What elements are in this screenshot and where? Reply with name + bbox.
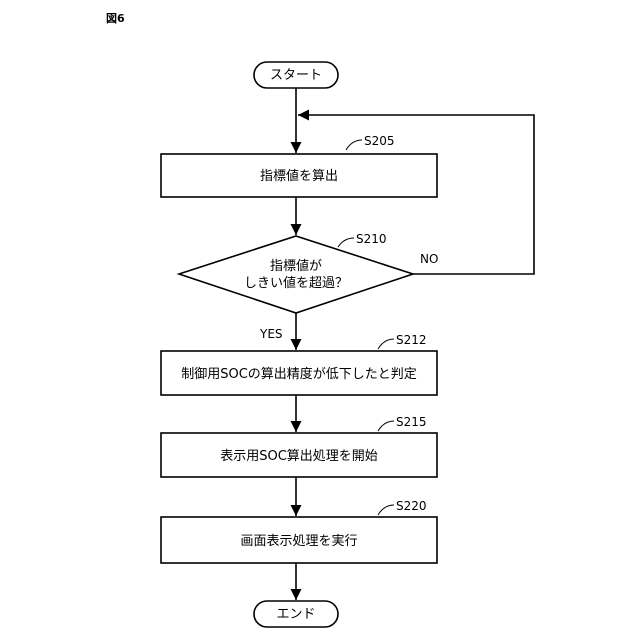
step-s205-label: S205 [364,134,395,148]
process-s220-text: 画面表示処理を実行 [240,533,357,549]
step-s205-leader [346,140,362,150]
start-label: スタート [270,68,322,83]
process-s205-text: 指標値を算出 [260,168,338,184]
step-s212-label: S212 [396,333,427,347]
decision-s210 [179,236,413,313]
decision-s210-line1: 指標値が [270,258,322,274]
process-s212-text: 制御用SOCの算出精度が低下したと判定 [181,366,417,382]
step-s212-leader [378,339,394,349]
process-s215-text: 表示用SOC算出処理を開始 [220,449,378,464]
branch-no-label: NO [420,252,438,266]
step-s210-leader [338,238,354,247]
step-s220-label: S220 [396,499,427,513]
end-label: エンド [276,607,315,622]
branch-yes-label: YES [259,327,283,341]
step-s210-label: S210 [356,232,387,246]
step-s215-leader [378,421,394,431]
step-s215-label: S215 [396,415,427,429]
figure-label: 図6 [106,11,125,25]
step-s220-leader [378,505,394,515]
decision-s210-line2: しきい値を超過？ [244,275,348,291]
